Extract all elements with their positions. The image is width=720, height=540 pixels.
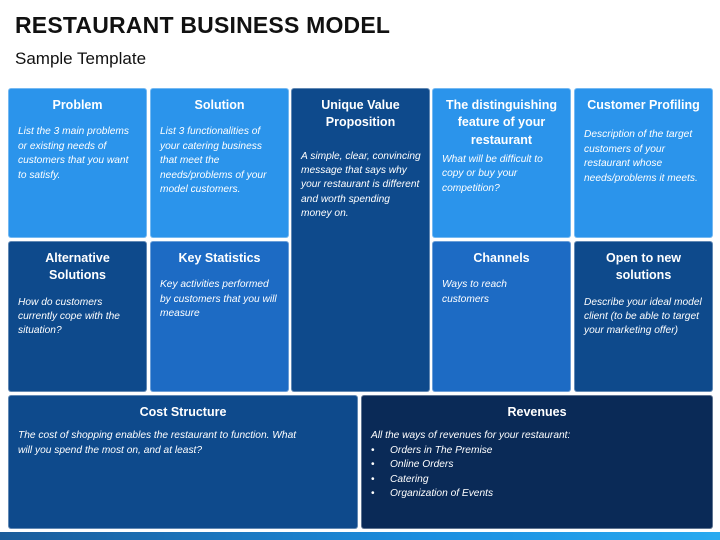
uvp-title: Unique Value Proposition [321, 98, 400, 130]
customer-profiling-title: Customer Profiling [587, 98, 700, 112]
distinguishing-title: The distinguishing feature of your resta… [445, 98, 558, 147]
problem-cell: Problem List the 3 main problems or exis… [8, 88, 147, 238]
uvp-text: A simple, clear, convincing message that… [301, 150, 421, 220]
revenues-intro: All the ways of revenues for your restau… [371, 430, 571, 442]
cost-structure-text: The cost of shopping enables the restaur… [18, 430, 297, 456]
alternative-solutions-text: How do customers currently cope with the… [18, 296, 120, 337]
cost-structure-title: Cost Structure [139, 405, 227, 419]
open-solutions-title: Open to new solutions [606, 251, 681, 283]
alternative-solutions-title: Alternative Solutions [45, 251, 110, 283]
problem-text: List the 3 main problems or existing nee… [18, 126, 129, 181]
solution-text: List 3 functionalities of your catering … [160, 126, 267, 196]
open-solutions-cell: Open to new solutions Describe your idea… [574, 241, 713, 392]
revenues-cell: Revenues All the ways of revenues for yo… [361, 395, 713, 529]
solution-title: Solution [194, 98, 245, 112]
revenues-item: Online Orders [371, 458, 704, 473]
page-title: RESTAURANT BUSINESS MODEL [15, 12, 391, 38]
solution-cell: Solution List 3 functionalities of your … [150, 88, 289, 238]
channels-text: Ways to reach customers [442, 279, 507, 305]
customer-profiling-cell: Customer Profiling Description of the ta… [574, 88, 713, 238]
uvp-cell: Unique Value Proposition A simple, clear… [291, 88, 430, 392]
key-statistics-cell: Key Statistics Key activities performed … [150, 241, 289, 392]
customer-profiling-text: Description of the target customers of y… [584, 129, 698, 184]
alternative-solutions-cell: Alternative Solutions How do customers c… [8, 241, 147, 392]
bottom-accent-bar [0, 532, 720, 540]
revenues-list: Orders in The Premise Online Orders Cate… [371, 444, 704, 502]
distinguishing-cell: The distinguishing feature of your resta… [432, 88, 571, 238]
channels-cell: Channels Ways to reach customers [432, 241, 571, 392]
key-statistics-title: Key Statistics [178, 251, 261, 265]
page-subtitle: Sample Template [15, 49, 147, 68]
channels-title: Channels [473, 251, 530, 265]
problem-title: Problem [52, 98, 103, 112]
distinguishing-text: What will be difficult to copy or buy yo… [442, 153, 543, 194]
revenues-item: Organization of Events [371, 487, 704, 502]
revenues-item: Catering [371, 473, 704, 488]
revenues-item: Orders in The Premise [371, 444, 704, 459]
revenues-title: Revenues [507, 405, 567, 419]
open-solutions-text: Describe your ideal model client (to be … [584, 296, 702, 337]
cost-structure-cell: Cost Structure The cost of shopping enab… [8, 395, 358, 529]
key-statistics-text: Key activities performed by customers th… [160, 279, 277, 320]
